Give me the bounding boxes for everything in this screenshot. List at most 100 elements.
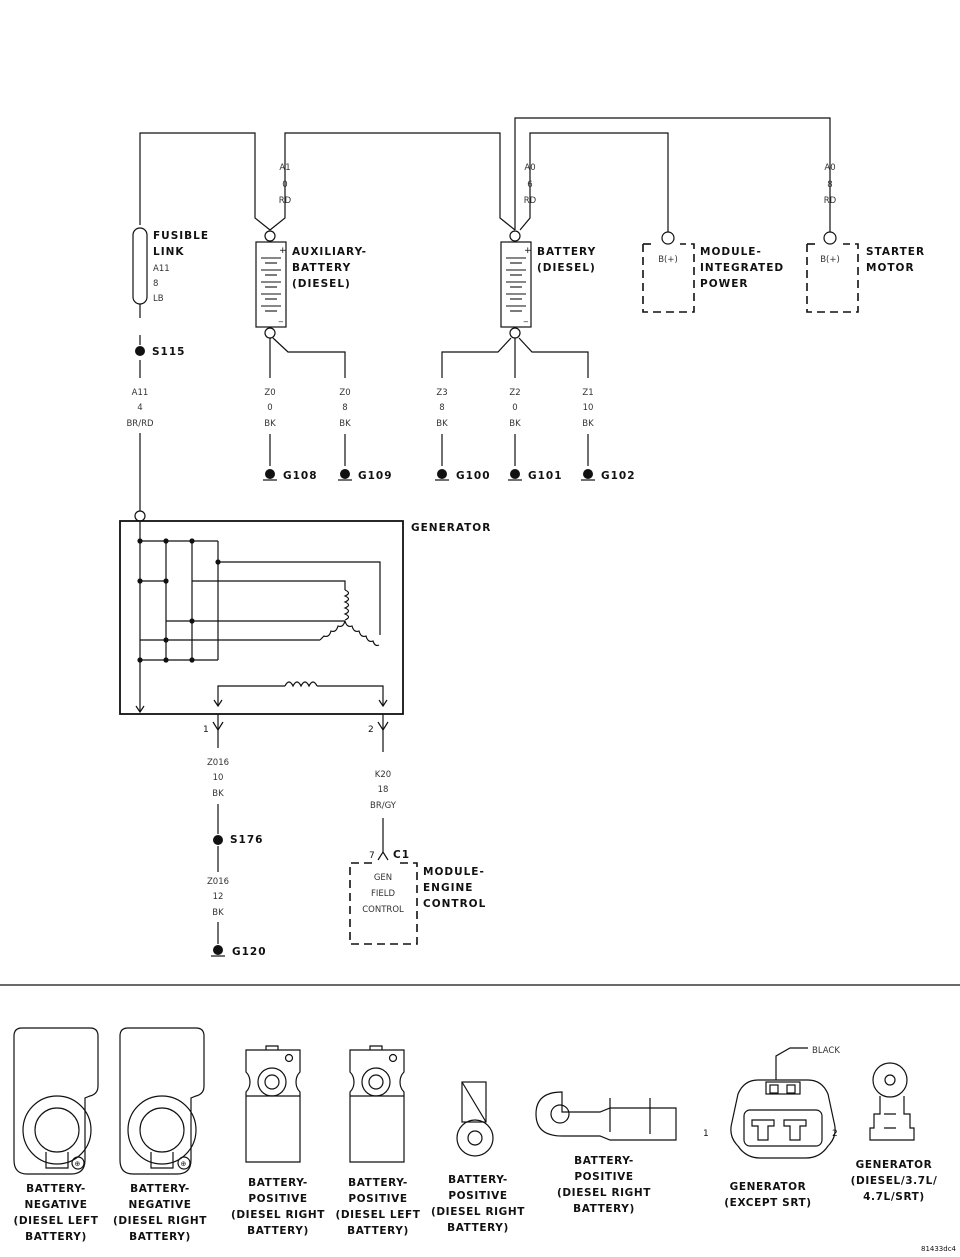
gen-conn-pin2: 2	[832, 1129, 838, 1139]
connector-battery-positive-right-c: BATTERY- POSITIVE (DIESEL RIGHT BATTERY)	[535, 1091, 677, 1215]
ground-g108: G108	[263, 469, 317, 482]
connector-battery-positive-right-b: BATTERY- POSITIVE (DIESEL RIGHT BATTERY)	[431, 1081, 525, 1234]
aux-battery-label-3: (DIESEL)	[292, 278, 351, 290]
z0-8-wire-2: 8	[342, 403, 347, 413]
a0-starter-wire-1: A0	[824, 163, 835, 173]
generator: GENERATOR	[119, 510, 491, 752]
a0-starter-wire-3: RD	[824, 196, 837, 206]
fusible-link-wire-2: 8	[153, 279, 158, 289]
z3-wire-3: BK	[436, 419, 448, 429]
conn-8-line-3: 4.7L/SRT)	[863, 1191, 925, 1203]
ground-g102: G102	[581, 469, 635, 482]
g101-label: G101	[528, 470, 563, 482]
black-callout: BLACK	[812, 1046, 840, 1056]
z016-10-wire-3: BK	[212, 789, 224, 799]
splice-s176: S176	[213, 834, 263, 872]
a0-batt-wire-1: A0	[524, 163, 535, 173]
starter-bplus: B(+)	[820, 255, 840, 265]
aux-battery-label-1: AUXILIARY-	[292, 246, 367, 258]
conn-6-line-2: POSITIVE	[574, 1171, 633, 1183]
a11-wire-3: BR/RD	[126, 419, 154, 429]
g120-label: G120	[232, 946, 267, 958]
conn-8-line-1: GENERATOR	[856, 1159, 933, 1171]
gen-pin2: 2	[368, 725, 374, 735]
g109-label: G109	[358, 470, 393, 482]
z3-wire-2: 8	[439, 403, 444, 413]
mip-label-1: MODULE-	[700, 246, 762, 258]
ground-g120: G120	[211, 945, 267, 958]
a0-batt-wire-2: 6	[527, 180, 532, 190]
a1-wire-3: RD	[279, 196, 292, 206]
wire-z016-10: Z016 10 BK	[207, 758, 229, 834]
ecm-label-2: ENGINE	[423, 882, 473, 894]
splice-s176-label: S176	[230, 834, 263, 846]
connector-generator-except-srt: BLACK 1 2 GENERATOR (EXCEPT SRT)	[703, 1046, 840, 1209]
conn-5-line-3: (DIESEL RIGHT	[431, 1206, 525, 1218]
gen-field-3: CONTROL	[362, 905, 404, 915]
conn-8-line-2: (DIESEL/3.7L/	[851, 1175, 938, 1187]
k20-wire-2: 18	[378, 785, 389, 795]
g100-label: G100	[456, 470, 491, 482]
conn-4-line-1: BATTERY-	[348, 1177, 408, 1189]
neg-left-mark: ⊕	[75, 1160, 81, 1168]
z0-8-wire-1: Z0	[339, 388, 350, 398]
gen-pin1: 1	[203, 725, 209, 735]
conn-2-line-2: NEGATIVE	[128, 1199, 191, 1211]
starter-label-1: STARTER	[866, 246, 925, 258]
ecm-pin: 7	[369, 851, 375, 861]
wire-k20: K20 18 BR/GY 7 C1	[369, 770, 409, 861]
connector-battery-positive-right-a: BATTERY- POSITIVE (DIESEL RIGHT BATTERY)	[231, 1045, 325, 1237]
conn-4-line-2: POSITIVE	[348, 1193, 407, 1205]
conn-2-line-3: (DIESEL RIGHT	[113, 1215, 207, 1227]
conn-7-line-1: GENERATOR	[730, 1181, 807, 1193]
starter-motor: B(+) STARTER MOTOR	[806, 231, 925, 313]
z0-0-wire-2: 0	[267, 403, 272, 413]
fusible-link-label-2: LINK	[153, 246, 185, 258]
wire-a0-battery: A0 6 RD	[524, 163, 537, 206]
aux-batt-minus: −	[278, 318, 284, 326]
a11-wire-1: A11	[132, 388, 149, 398]
z016-12-wire-3: BK	[212, 908, 224, 918]
connector-battery-negative-left: ⊕ BATTERY- NEGATIVE (DIESEL LEFT BATTERY…	[13, 1027, 99, 1243]
generator-label: GENERATOR	[411, 522, 491, 534]
z2-wire-3: BK	[509, 419, 521, 429]
conn-3-line-4: BATTERY)	[247, 1225, 309, 1237]
ecm-label-1: MODULE-	[423, 866, 485, 878]
a0-starter-wire-2: 8	[827, 180, 832, 190]
ground-row: G108 G109 G100 G101 G102	[263, 469, 635, 482]
module-integrated-power: B(+) MODULE- INTEGRATED POWER	[642, 231, 784, 313]
battery-label-1: BATTERY	[537, 246, 596, 258]
batt-plus: +	[524, 246, 532, 256]
a11-wire-2: 4	[137, 403, 142, 413]
connector-generator-diesel: GENERATOR (DIESEL/3.7L/ 4.7L/SRT)	[851, 1062, 938, 1203]
gen-field-1: GEN	[374, 873, 392, 883]
splice-s115-label: S115	[152, 346, 185, 358]
conn-3-line-1: BATTERY-	[248, 1177, 308, 1189]
mip-label-2: INTEGRATED	[700, 262, 784, 274]
conn-1-line-1: BATTERY-	[26, 1183, 86, 1195]
conn-7-line-2: (EXCEPT SRT)	[724, 1197, 811, 1209]
module-engine-control: GEN FIELD CONTROL MODULE- ENGINE CONTROL	[349, 862, 485, 945]
fusible-link-wire-1: A11	[153, 264, 170, 274]
z1-wire-3: BK	[582, 419, 594, 429]
z0-0-wire-3: BK	[264, 419, 276, 429]
ground-g101: G101	[508, 469, 563, 482]
k20-wire-3: BR/GY	[370, 801, 397, 811]
figure-id: 81433dc4	[921, 1245, 957, 1253]
splice-s115: S115 A11 4 BR/RD	[126, 335, 185, 511]
gen-conn-pin1: 1	[703, 1129, 709, 1139]
ground-g109: G109	[338, 469, 393, 482]
connector-battery-negative-right: ⊕ BATTERY- NEGATIVE (DIESEL RIGHT BATTER…	[113, 1027, 207, 1243]
mip-label-3: POWER	[700, 278, 748, 290]
a1-wire-2: 0	[282, 180, 287, 190]
z1-wire-1: Z1	[582, 388, 593, 398]
z0-8-wire-3: BK	[339, 419, 351, 429]
conn-2-line-1: BATTERY-	[130, 1183, 190, 1195]
conn-3-line-2: POSITIVE	[248, 1193, 307, 1205]
connector-battery-positive-left: BATTERY- POSITIVE (DIESEL LEFT BATTERY)	[335, 1045, 420, 1237]
z2-wire-2: 0	[512, 403, 517, 413]
mip-bplus: B(+)	[658, 255, 678, 265]
z1-wire-2: 10	[583, 403, 594, 413]
conn-1-line-2: NEGATIVE	[24, 1199, 87, 1211]
